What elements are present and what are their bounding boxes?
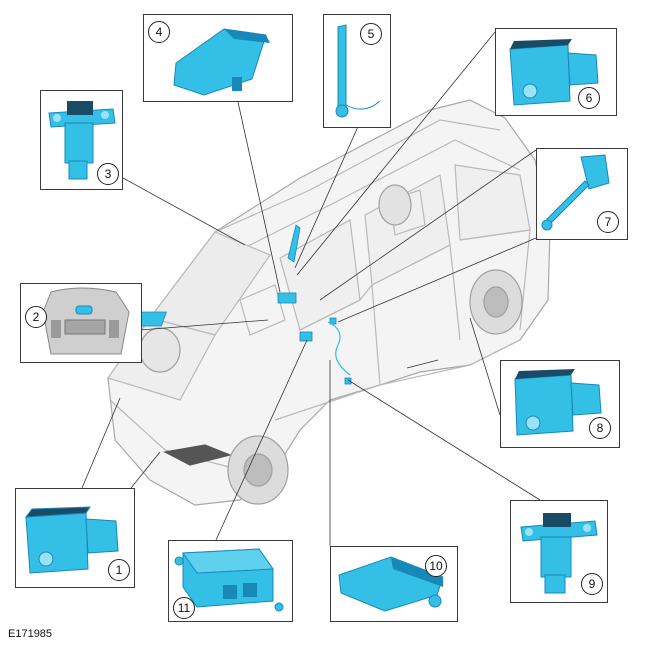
callout-number: 8	[589, 417, 611, 439]
callout-number: 1	[108, 559, 130, 581]
passenger-airbag-image	[173, 28, 270, 96]
crash-sensor-9-image	[520, 513, 598, 594]
seatbelt-buckle-image	[541, 154, 610, 231]
crash-sensor-8-image	[514, 369, 602, 436]
callout-number: 11	[173, 597, 195, 619]
callout-5: 5	[323, 14, 391, 128]
callout-3: 3	[40, 90, 123, 190]
callout-9: 9	[510, 500, 608, 603]
curtain-airbag-image	[335, 24, 381, 118]
callout-7: 7	[536, 148, 628, 240]
callout-10: 10	[330, 546, 458, 622]
crash-sensor-6-image	[509, 39, 599, 106]
callout-8: 8	[500, 360, 620, 448]
restraints-control-module-image	[174, 548, 284, 612]
crash-sensor-1-image	[24, 506, 119, 574]
callout-number: 3	[97, 163, 119, 185]
callout-number: 2	[25, 306, 47, 328]
callout-4: 4	[143, 14, 293, 102]
leader-lines	[81, 31, 541, 546]
callout-number: 6	[578, 87, 600, 109]
callout-6: 6	[495, 28, 617, 116]
callout-number: 4	[148, 21, 170, 43]
crash-sensor-3-image	[48, 101, 116, 180]
callout-number: 7	[597, 211, 619, 233]
instrument-panel-image	[42, 287, 130, 355]
vehicle-outline	[107, 99, 551, 506]
knee-airbag-image	[338, 556, 444, 612]
callout-2: 2	[20, 283, 142, 363]
callout-number: 9	[581, 573, 603, 595]
callout-1: 1	[15, 488, 135, 588]
callout-number: 10	[425, 555, 447, 577]
wheels	[139, 184, 523, 505]
callout-number: 5	[360, 23, 382, 45]
figure-id: E171985	[8, 628, 53, 640]
callout-11: 11	[168, 540, 293, 622]
